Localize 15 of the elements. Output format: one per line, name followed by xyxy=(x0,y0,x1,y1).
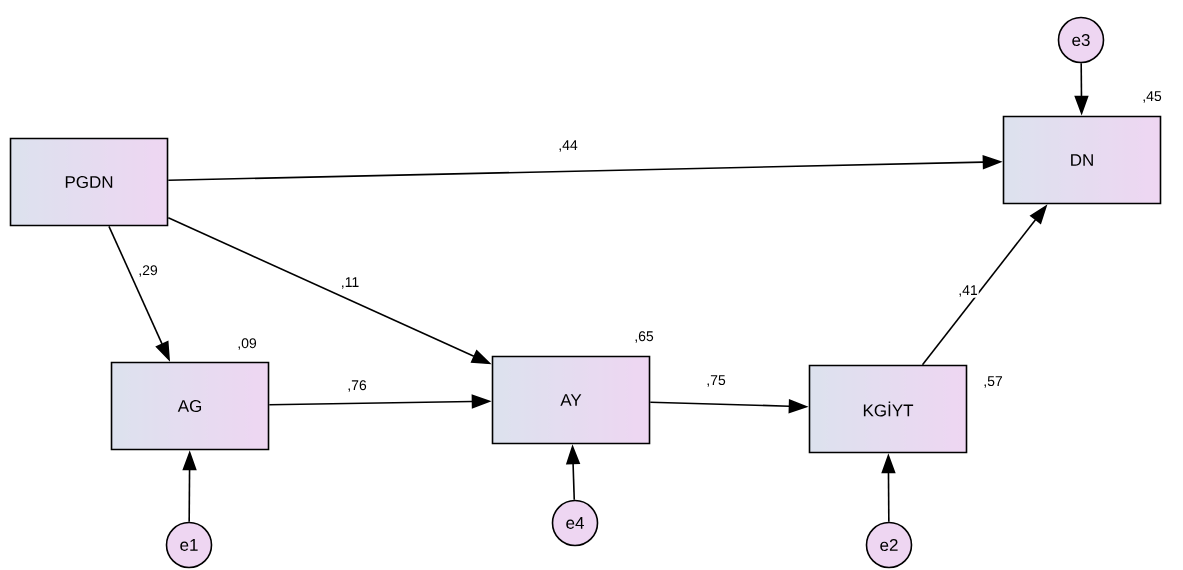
coefficient-label: ,65 xyxy=(635,331,654,343)
edge-label: ,75 xyxy=(705,374,727,388)
coefficient-label: ,57 xyxy=(984,376,1003,388)
variable-box: AG xyxy=(110,361,270,451)
edge-label: ,29 xyxy=(137,264,159,278)
edge-label: ,76 xyxy=(346,379,368,393)
variable-box: KGİYT xyxy=(808,364,968,454)
edge-label: ,41 xyxy=(957,284,979,298)
coefficient-label: ,45 xyxy=(1143,91,1162,103)
coefficient-label: ,09 xyxy=(238,338,257,350)
variable-box: DN xyxy=(1002,115,1162,205)
variable-box: PGDN xyxy=(9,137,169,227)
edge-label: ,44 xyxy=(557,139,579,153)
variable-box: AY xyxy=(491,355,651,445)
edge-label: ,11 xyxy=(339,276,361,290)
